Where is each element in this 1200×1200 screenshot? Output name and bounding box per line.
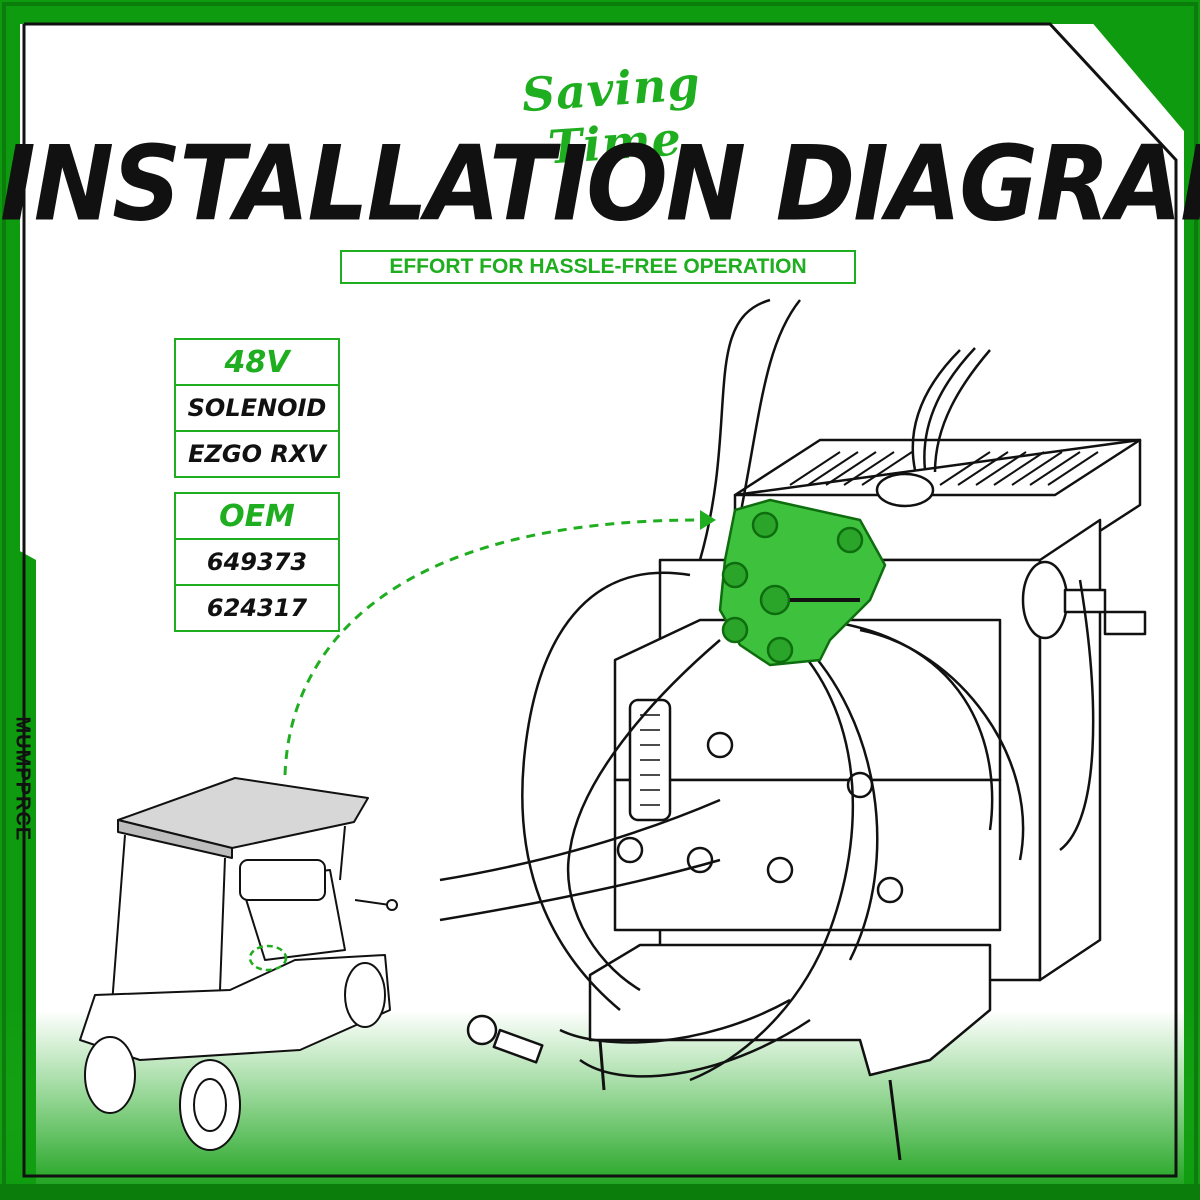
page-title: INSTALLATION DIAGRAM [0,123,1200,245]
golf-cart-illustration [79,777,398,1151]
voltage-label: 48V [176,340,338,386]
subtitle-text: EFFORT FOR HASSLE-FREE OPERATION [389,255,807,278]
controller-assembly [439,298,1147,1161]
solenoid-highlight [718,498,887,667]
spec-box-oem: OEM 649373 624317 [174,492,340,632]
oem-label: OEM [176,494,338,540]
subtitle-banner: EFFORT FOR HASSLE-FREE OPERATION [340,250,856,284]
part-label: SOLENOID [176,386,338,432]
oem-number: 624317 [206,594,308,622]
brand-name: MUMPPRCE [11,716,34,842]
oem-number: 649373 [176,540,338,586]
model-label: EZGO RXV [188,440,326,468]
spec-box-product: 48V SOLENOID EZGO RXV [174,338,340,478]
pointer-arrow [283,510,716,776]
